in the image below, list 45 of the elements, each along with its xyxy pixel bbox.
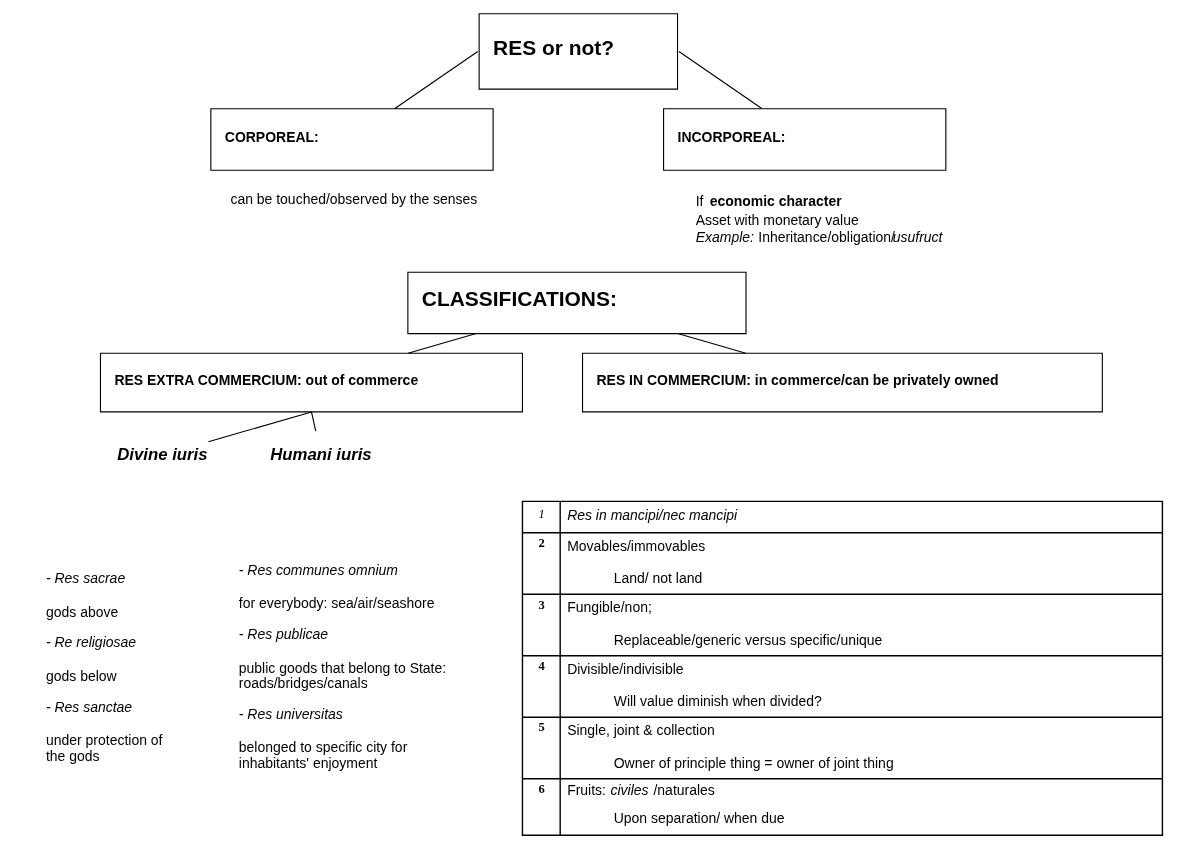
node-text: Divine iuris — [117, 444, 208, 464]
node-label: under protection of the gods — [45, 732, 163, 764]
connector — [394, 50, 479, 110]
label: 2 — [538, 536, 545, 551]
node-box: INCORPOREAL: — [663, 108, 947, 171]
label: Fungible/non; — [567, 599, 652, 616]
label: Will value diminish when divided? — [613, 693, 822, 710]
label: Owner of principle thing = owner of joint thing — [613, 754, 894, 771]
node-label: belonged to specific city for inhabitants' enjoyment — [238, 739, 408, 771]
node-label: gods below — [45, 667, 117, 684]
node-label: - Res publicae — [238, 625, 329, 642]
label: Movables/immovables — [567, 537, 706, 554]
label: Land/ not land — [613, 570, 703, 587]
connector — [310, 411, 317, 432]
label: 5 — [538, 720, 545, 735]
label: Single, joint & collection — [567, 722, 715, 739]
connector — [207, 411, 312, 443]
node-label: If economic character — [695, 192, 842, 209]
node-label: for everybody: sea/air/seashore — [238, 595, 435, 612]
node-text: Humani iuris — [270, 444, 372, 464]
node-label: - Res sacrae — [45, 570, 126, 587]
connector — [678, 50, 763, 110]
node-box: RES EXTRA COMMERCIUM: out of commerce — [99, 352, 523, 413]
node-label: Example: Inheritance/obligation/usufruct — [695, 229, 943, 246]
node-label: - Re religiosae — [45, 634, 137, 651]
label: Res in mancipi/nec mancipi — [567, 507, 738, 524]
label: 3 — [538, 597, 545, 612]
node-label: - Res universitas — [238, 705, 343, 722]
node-label: gods above — [45, 603, 119, 620]
node-label: can be touched/observed by the senses — [230, 191, 478, 208]
label: 6 — [538, 781, 545, 796]
label: 4 — [538, 659, 545, 673]
label: Fruits: civiles /naturales — [567, 782, 715, 799]
node-label: Asset with monetary value — [695, 212, 859, 229]
node-label: - Res communes omnium — [238, 561, 398, 578]
node-label: public goods that belong to State: roads/bridges/canals — [238, 659, 447, 691]
node-box: CORPOREAL: — [210, 108, 494, 171]
node-label: - Res sanctae — [45, 698, 133, 715]
label: Replaceable/generic versus specific/unique — [613, 631, 883, 648]
label: Upon separation/ when due — [613, 810, 785, 827]
label: 1 — [538, 506, 545, 521]
label: Divisible/indivisible — [567, 660, 684, 677]
node-box: CLASSIFICATIONS: — [407, 271, 747, 335]
node-box: RES or not? — [478, 13, 679, 90]
node-box: RES IN COMMERCIUM: in commerce/can be privately owned — [581, 352, 1103, 413]
